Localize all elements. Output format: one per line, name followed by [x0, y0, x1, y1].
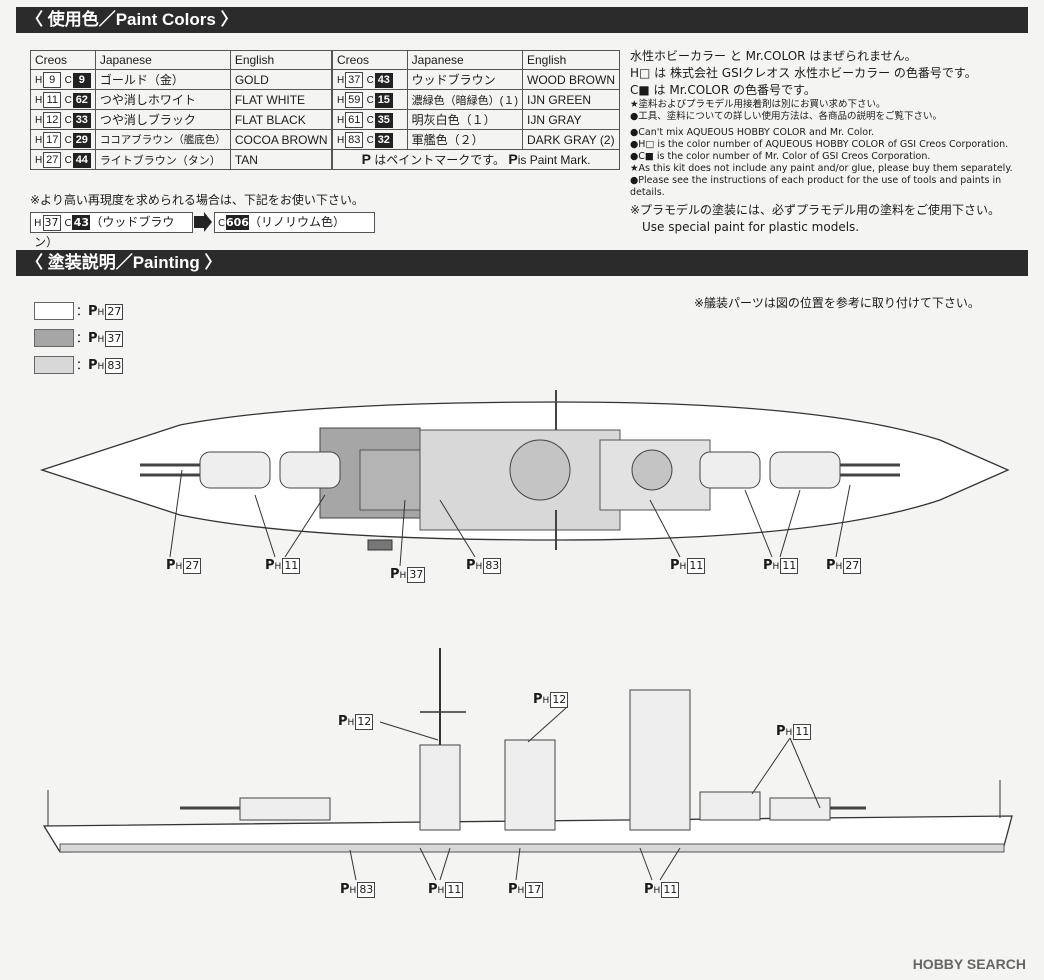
higher-detail-note: ※より高い再現度を求められる場合は、下記をお使い下さい。: [30, 193, 364, 207]
subst-to: C606（リノリウム色）: [214, 212, 375, 233]
legend-swatch-white: [34, 302, 74, 320]
paint-colors-header: 〈 使用色／Paint Colors 〉: [16, 7, 1028, 33]
fitting-note: ※艤装パーツは図の位置を参考に取り付けて下さい。: [694, 296, 980, 310]
legend-swatch-dark: [34, 329, 74, 347]
painting-header: 〈 塗装説明／Painting 〉: [16, 250, 1028, 276]
legend-swatch-gray: [34, 356, 74, 374]
paint-mark-note: P はペイントマークです。 Pis Paint Mark.: [332, 149, 620, 170]
notes-block: 水性ホビーカラー と Mr.COLOR はまぜられません。 H□ は 株式会社 …: [630, 49, 1013, 234]
watermark-logo: HOBBY SEARCH: [912, 956, 1026, 972]
